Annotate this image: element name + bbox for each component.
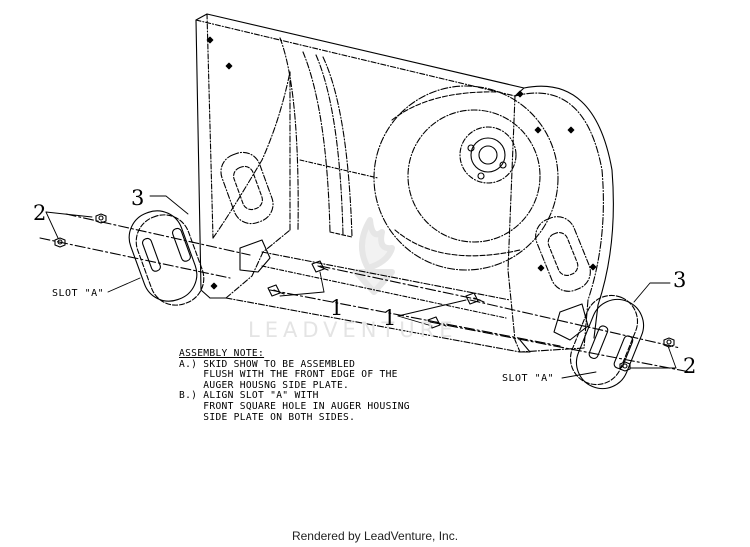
fasteners (54, 213, 675, 372)
callout-2-left: 2 (33, 201, 47, 225)
auger-housing (195, 13, 614, 353)
footer-credit: Rendered by LeadVenture, Inc. (291, 529, 459, 543)
slot-a-label-left: SLOT "A" (52, 288, 105, 299)
callout-2-right: 2 (683, 354, 697, 378)
right-skid (569, 294, 645, 390)
assembly-note-line: SIDE PLATE ON BOTH SIDES. (179, 411, 356, 423)
assembly-note-line: FRONT SQUARE HOLE IN AUGER HOUSING (179, 400, 410, 412)
callout-3-right: 3 (673, 268, 687, 292)
callout-3-left: 3 (131, 186, 145, 210)
assembly-note-title: ASSEMBLY NOTE: (179, 348, 265, 359)
assembly-note-line: A.) SKID SHOW TO BE ASSEMBLED (179, 358, 356, 370)
left-skid (128, 210, 205, 306)
watermark-logo (353, 217, 395, 295)
slot-a-label-right: SLOT "A" (502, 373, 555, 384)
callout-1-left: 1 (330, 296, 344, 320)
callout-1-right: 1 (383, 306, 397, 330)
leader-lines (45, 195, 677, 379)
assembly-note-line: AUGER HOUSNG SIDE PLATE. (179, 379, 350, 391)
watermark-text: LEADVENTURE (248, 318, 458, 342)
assembly-note-line: B.) ALIGN SLOT "A" WITH (179, 390, 319, 402)
assembly-note-line: FLUSH WITH THE FRONT EDGE OF THE (179, 369, 398, 381)
assembly-note: ASSEMBLY NOTE: A.) SKID SHOW TO BE ASSEM… (179, 348, 410, 423)
